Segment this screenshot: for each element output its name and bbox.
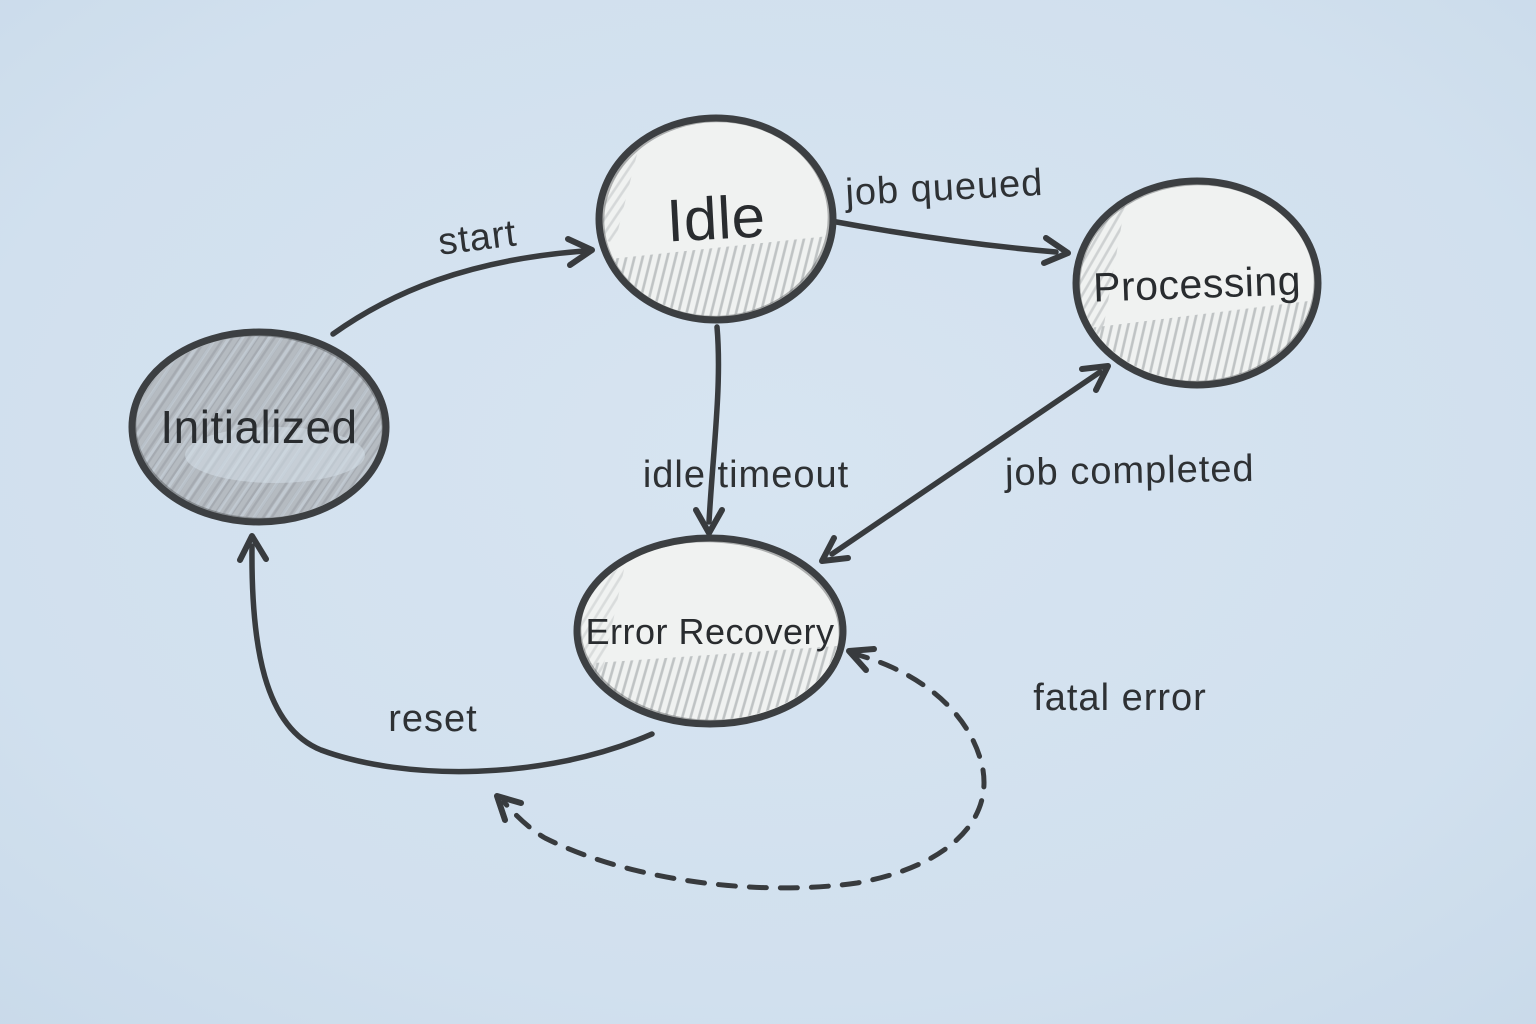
arrowhead-fatal-error-tail [494, 793, 524, 823]
transition-idle-timeout-line [706, 324, 722, 525]
transition-job-queued-line [828, 218, 1059, 255]
transition-label-idle-timeout: idle timeout [643, 454, 849, 496]
state-label-error-recovery: Error Recovery [585, 611, 834, 652]
transition-reset-line [249, 543, 655, 775]
transition-fatal-error: fatal error [494, 646, 1207, 891]
arrowhead-job-queued [1041, 235, 1071, 266]
arrowhead-idle-timeout [693, 507, 725, 536]
state-label-processing: Processing [1092, 257, 1301, 310]
state-node-processing: Processing [1072, 177, 1322, 389]
transitions-layer: start job queued idle timeout job comple… [237, 162, 1255, 891]
transition-label-job-queued: job queued [843, 162, 1044, 214]
state-label-initialized: Initialized [160, 401, 357, 453]
transition-label-reset: reset [388, 698, 477, 740]
arrowhead-start [565, 236, 595, 268]
state-node-error-recovery: Error Recovery [573, 534, 847, 728]
arrowhead-job-completed-to-error [819, 535, 851, 564]
arrowhead-reset [237, 533, 269, 563]
state-shading-initialized [136, 336, 382, 518]
transition-reset: reset [237, 533, 655, 775]
transition-label-fatal-error: fatal error [1033, 677, 1207, 719]
arrowhead-fatal-error-to-error [846, 646, 877, 673]
transition-start: start [330, 212, 595, 337]
state-shading-processing [1080, 187, 1314, 381]
transition-label-start: start [436, 212, 519, 263]
state-node-initialized: Initialized [128, 328, 390, 526]
arrowhead-job-completed-to-processing [1079, 363, 1111, 393]
transition-fatal-error-line [501, 650, 987, 891]
transition-job-queued: job queued [828, 162, 1071, 266]
state-node-idle: Idle [595, 114, 837, 324]
states-layer: Initialized Idle Processing [128, 114, 1322, 728]
transition-start-line [330, 248, 587, 337]
transition-job-completed: job completed [819, 363, 1255, 564]
state-label-idle: Idle [665, 182, 767, 254]
transition-job-completed-line [829, 369, 1103, 557]
transition-idle-timeout: idle timeout [643, 324, 849, 536]
transition-label-job-completed: job completed [1004, 448, 1255, 494]
